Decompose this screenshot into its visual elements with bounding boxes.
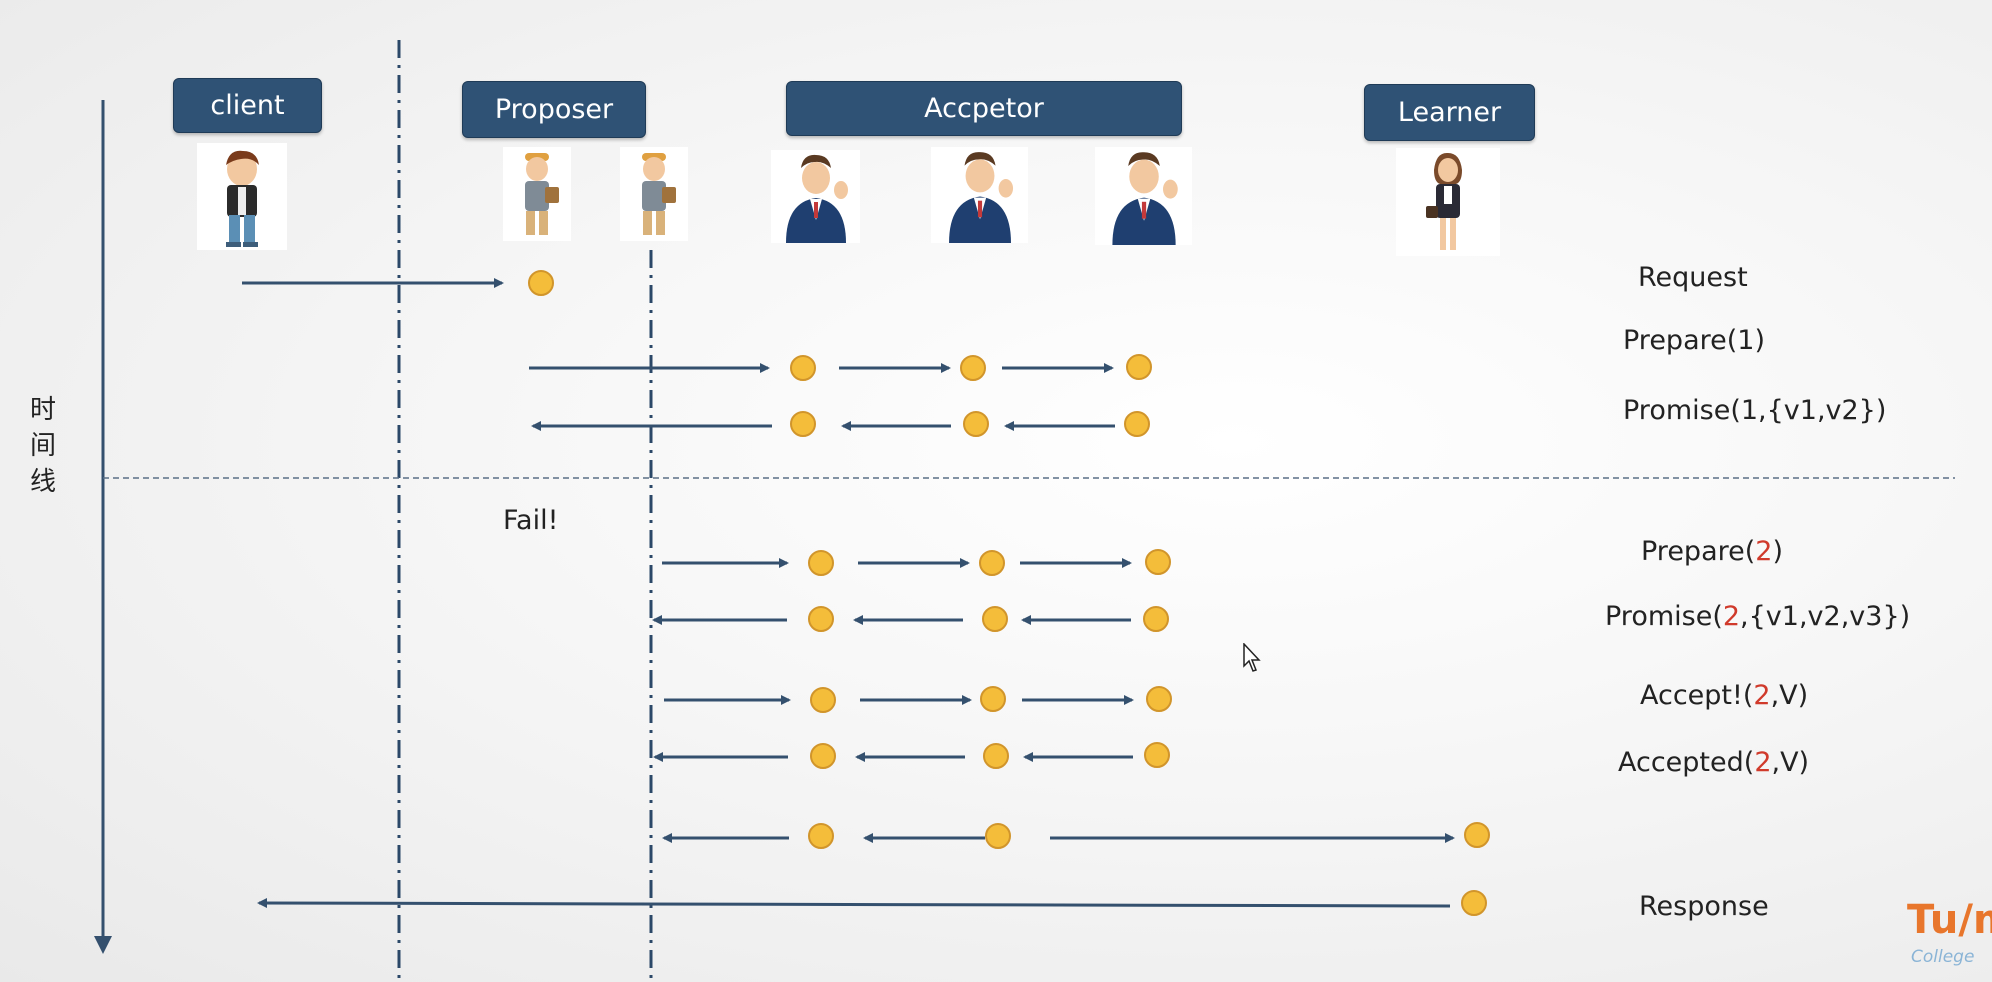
message-label-accept: Accept!(2,V) xyxy=(1640,680,1808,711)
node xyxy=(528,270,554,296)
node xyxy=(983,743,1009,769)
node xyxy=(1126,354,1152,380)
node xyxy=(790,411,816,437)
acceptor-3-avatar xyxy=(1095,147,1192,245)
client-avatar xyxy=(197,143,287,250)
node xyxy=(1144,742,1170,768)
acceptor-2-avatar xyxy=(931,147,1028,243)
message-label-prepare-1: Prepare(1) xyxy=(1623,325,1765,356)
businessman-waving-icon xyxy=(786,154,848,243)
message-label-promise-1: Promise(1,{v1,v2}) xyxy=(1623,395,1886,426)
message-text: Request xyxy=(1638,262,1748,293)
node xyxy=(960,355,986,381)
proposal-number: 2 xyxy=(1754,747,1772,778)
node xyxy=(1124,411,1150,437)
node xyxy=(979,550,1005,576)
message-label-promise-2: Promise(2,{v1,v2,v3}) xyxy=(1605,601,1910,632)
node xyxy=(963,411,989,437)
node xyxy=(808,823,834,849)
logo-sub-text: College xyxy=(1911,947,1975,967)
message-text: ,V) xyxy=(1771,747,1810,778)
worker-with-bag-icon xyxy=(642,153,676,235)
worker-with-bag-icon xyxy=(525,153,559,235)
message-text: Promise(1,{v1,v2}) xyxy=(1623,395,1887,426)
node xyxy=(1461,890,1487,916)
message-text: ,V) xyxy=(1770,680,1809,711)
logo-main-text: Tu/m xyxy=(1907,897,1992,943)
proposal-number: 2 xyxy=(1755,536,1773,567)
businessman-waving-icon xyxy=(1112,152,1178,245)
learner-avatar xyxy=(1396,148,1500,256)
timeline-char: 间 xyxy=(29,431,56,461)
role-proposer-header: Proposer xyxy=(462,81,646,138)
node xyxy=(985,823,1011,849)
message-label-accepted: Accepted(2,V) xyxy=(1618,747,1809,778)
message-label-response: Response xyxy=(1639,891,1769,922)
node xyxy=(980,686,1006,712)
businessman-waving-icon xyxy=(949,152,1014,243)
businesswoman-with-briefcase-icon xyxy=(1426,152,1462,250)
role-acceptor-header: Accpetor xyxy=(786,81,1182,136)
message-text: ,{v1,v2,v3}) xyxy=(1740,601,1911,632)
timeline-char: 时 xyxy=(29,395,56,425)
proposal-number: 2 xyxy=(1722,601,1741,632)
boy-character-icon xyxy=(226,150,259,247)
node xyxy=(808,606,834,632)
message-text: ) xyxy=(1772,536,1783,567)
message-text: Accepted( xyxy=(1618,747,1755,778)
timeline-label: 时 间 线 xyxy=(26,392,60,500)
message-text: Prepare(1) xyxy=(1623,325,1765,356)
node xyxy=(790,355,816,381)
fail-label: Fail! xyxy=(503,505,559,536)
node xyxy=(1143,606,1169,632)
time-axis-arrowhead xyxy=(94,936,112,954)
message-text: Promise( xyxy=(1605,601,1723,632)
message-label-request: Request xyxy=(1638,262,1748,293)
role-learner-header: Learner xyxy=(1364,84,1535,141)
node xyxy=(1464,822,1490,848)
node xyxy=(1146,686,1172,712)
mouse-pointer-icon xyxy=(1243,643,1261,672)
node xyxy=(810,743,836,769)
proposer-2-avatar xyxy=(620,147,688,241)
message-text: Prepare( xyxy=(1641,536,1756,567)
message-text: Response xyxy=(1639,891,1769,922)
arrow-response xyxy=(257,898,1451,909)
node xyxy=(808,550,834,576)
node xyxy=(810,687,836,713)
acceptor-1-avatar xyxy=(771,150,860,243)
message-label-prepare-2: Prepare(2) xyxy=(1641,536,1783,567)
proposal-number: 2 xyxy=(1753,680,1771,711)
role-client-header: client xyxy=(173,78,322,133)
proposer-1-avatar xyxy=(503,147,571,241)
node xyxy=(1145,549,1171,575)
timeline-char: 线 xyxy=(29,467,56,497)
message-text: Accept!( xyxy=(1640,680,1754,711)
college-logo: Tu/m College xyxy=(1903,895,1992,982)
node xyxy=(982,606,1008,632)
